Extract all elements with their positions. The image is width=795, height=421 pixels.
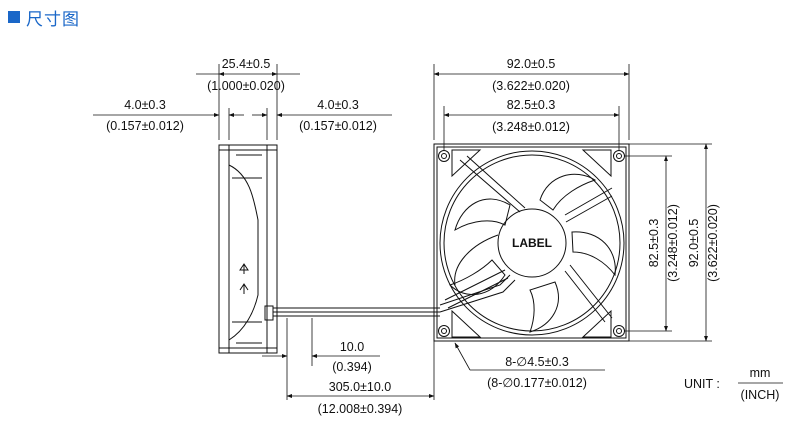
vertical-hole-spacing-inch-dim: (3.248±0.012) [666,204,680,282]
strip-length-dim: 10.0 [340,340,364,354]
unit-prefix: UNIT : [684,377,720,391]
vertical-hole-spacing-dim: 82.5±0.3 [647,219,661,268]
shroud-ring [439,150,625,336]
section-title-text: 尺寸图 [26,9,80,30]
front-view-frame [433,143,630,342]
outer-height-inch-dim: (3.622±0.020) [706,204,720,282]
outer-height-dim: 92.0±0.5 [687,219,701,268]
hub-label: LABEL [512,236,552,250]
right-flange-dim: 4.0±0.3 [317,98,359,112]
outer-width-inch-dim: (3.622±0.020) [492,79,570,93]
outer-width-dim: 92.0±0.5 [507,57,556,71]
mount-holes-dim: 8-∅4.5±0.3 [505,355,569,369]
left-flange-dim: 4.0±0.3 [124,98,166,112]
unit-inch: (INCH) [741,388,780,402]
side-view [218,144,440,354]
strip-length-inch-dim: (0.394) [332,360,372,374]
overall-width-dim: 25.4±0.5 [222,57,271,71]
right-flange-inch-dim: (0.157±0.012) [299,119,377,133]
unit-mm: mm [750,366,771,380]
section-title: 尺寸图 [8,6,80,30]
front-view [433,143,630,342]
square-bullet-icon [8,11,20,23]
hole-spacing-inch-dim: (3.248±0.012) [492,120,570,134]
hole-spacing-dim: 82.5±0.3 [507,98,556,112]
units-legend: UNIT : mm (INCH) [684,366,783,402]
mount-holes-inch-dim: (8-∅0.177±0.012) [487,376,587,390]
mount-hole [613,325,625,337]
total-length-inch-dim: (12.008±0.394) [318,402,403,416]
left-flange-inch-dim: (0.157±0.012) [106,119,184,133]
mount-hole [438,150,450,162]
side-view-body [218,144,278,354]
mount-hole [613,150,625,162]
total-length-dim: 305.0±10.0 [329,380,392,394]
fan-hub [497,208,567,278]
overall-width-inch-dim: (1.000±0.020) [207,79,285,93]
mount-hole [438,325,450,337]
